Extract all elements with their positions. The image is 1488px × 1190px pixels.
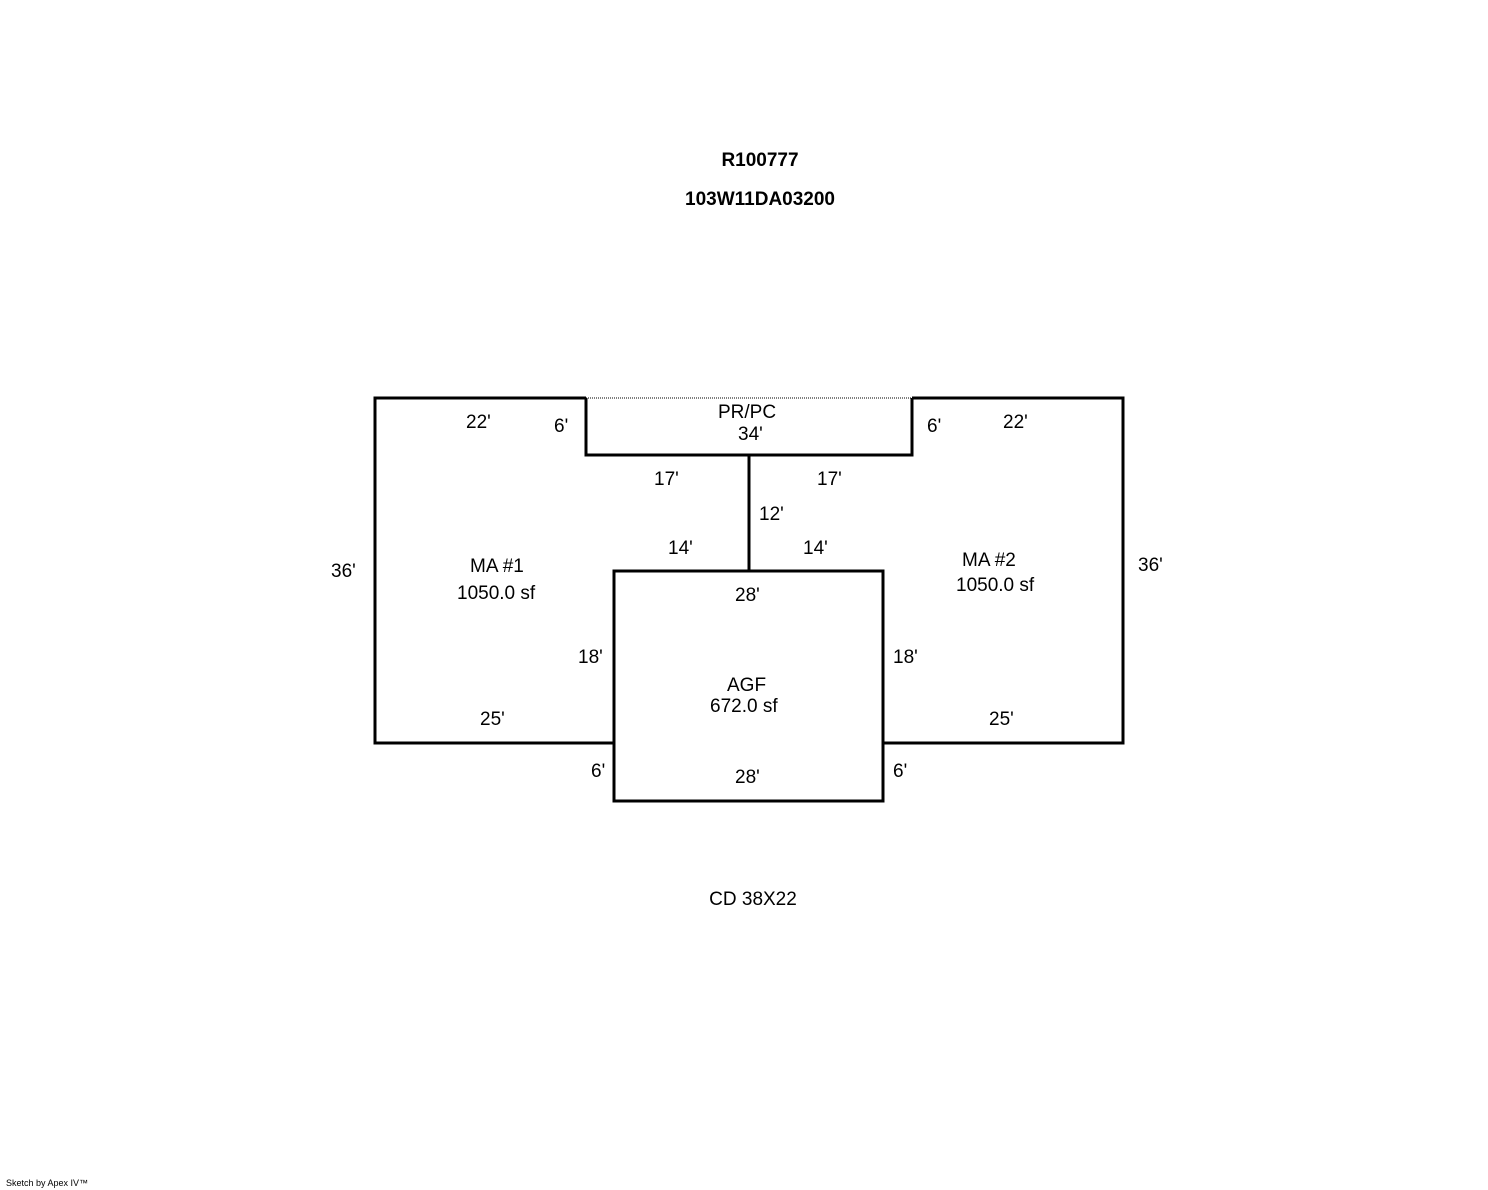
dim-center-right-lower: 14' <box>803 538 828 559</box>
dim-ma1-bottom: 25' <box>480 709 505 730</box>
dim-ma2-top: 22' <box>1003 412 1028 433</box>
agf-garage-outline <box>612 569 885 803</box>
ma2-label: MA #2 <box>962 550 1016 571</box>
dim-agf-top: 28' <box>735 585 760 606</box>
parcel-id: R100777 <box>721 150 799 171</box>
dim-ma1-top: 22' <box>466 412 491 433</box>
dim-ma2-porch-side: 6' <box>927 416 941 437</box>
dim-agf-bottom-right: 6' <box>893 761 907 782</box>
dim-center-vertical: 12' <box>759 504 784 525</box>
dim-agf-right: 18' <box>893 647 918 668</box>
detached-structure-note: CD 38X22 <box>709 889 797 910</box>
dim-agf-bottom-left: 6' <box>591 761 605 782</box>
ma1-label: MA #1 <box>470 556 524 577</box>
porch-dimension: 34' <box>738 424 763 445</box>
ma2-area: 1050.0 sf <box>956 575 1035 596</box>
dim-center-right-upper: 17' <box>817 469 842 490</box>
dim-ma1-porch-side: 6' <box>554 416 568 437</box>
ma1-area: 1050.0 sf <box>457 583 536 604</box>
agf-label: AGF <box>727 675 766 696</box>
dim-ma2-right: 36' <box>1138 555 1163 576</box>
sketch-credit: Sketch by Apex IV™ <box>6 1178 89 1188</box>
dim-center-left-lower: 14' <box>668 538 693 559</box>
map-number: 103W11DA03200 <box>685 189 835 210</box>
dim-center-left-upper: 17' <box>654 469 679 490</box>
main-building-outline <box>373 396 614 745</box>
dim-ma1-left: 36' <box>331 561 356 582</box>
agf-area: 672.0 sf <box>710 696 778 717</box>
dim-agf-bottom: 28' <box>735 767 760 788</box>
dim-agf-left: 18' <box>578 647 603 668</box>
ma2-outline <box>883 396 1125 745</box>
dim-ma2-bottom: 25' <box>989 709 1014 730</box>
porch-label: PR/PC <box>718 402 776 423</box>
